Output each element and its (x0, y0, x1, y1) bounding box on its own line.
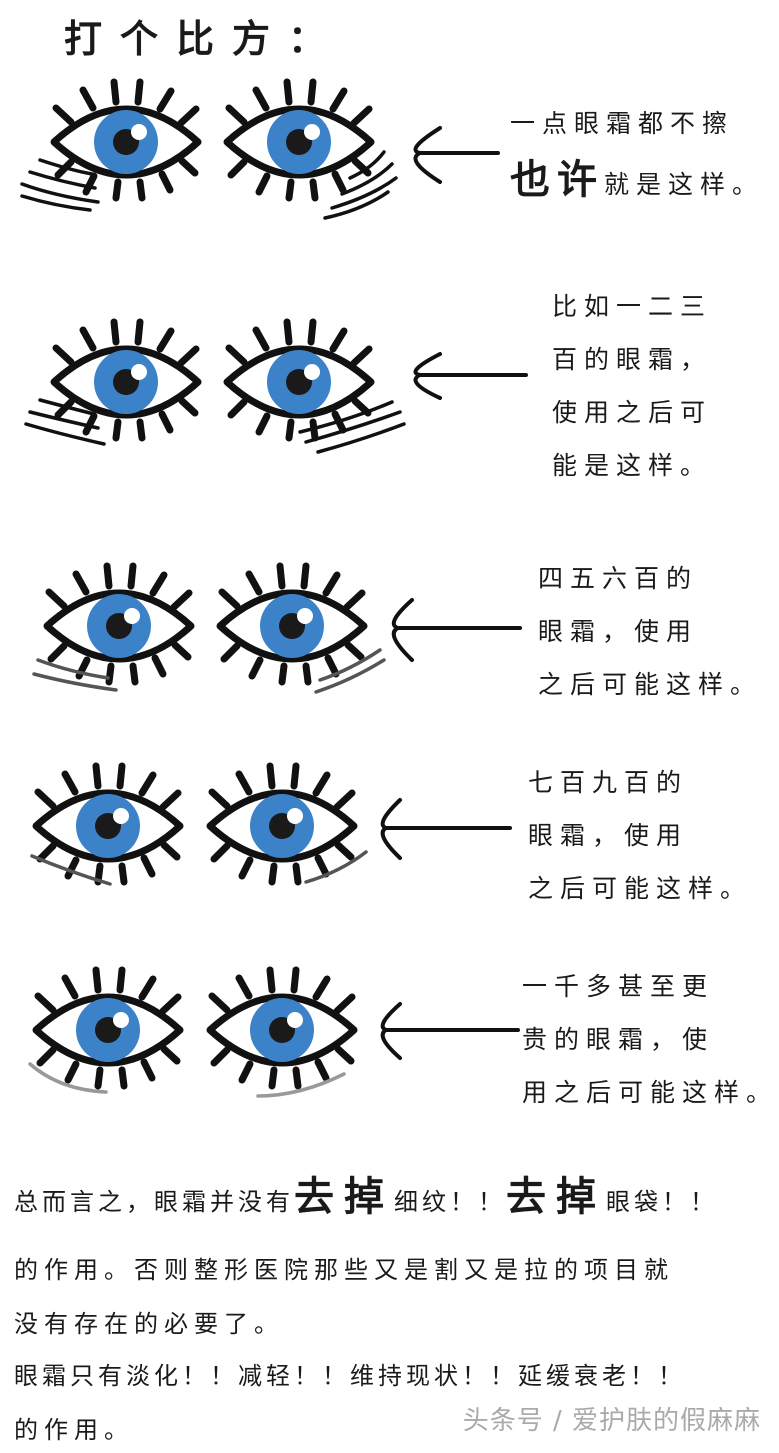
arrow-icon (380, 798, 512, 860)
caption-line: 贵的眼霜，使 (522, 1025, 715, 1054)
summary-text: 总而言之，眼霜并没有 (14, 1188, 294, 1216)
eye-pair-row-1 (20, 82, 500, 220)
arrow-icon (380, 1002, 520, 1060)
caption-line: 使用之后可 (552, 398, 713, 427)
caption-row-1: 一点眼霜都不擦 也许就是这样。 (510, 96, 764, 213)
caption-row-4: 七百九百的 眼霜，使用 之后可能这样。 (528, 756, 752, 915)
arrow-icon (413, 126, 500, 184)
summary-text: 眼袋！！ (606, 1188, 718, 1216)
caption-line: 比如一二三 (552, 292, 713, 321)
watermark: 头条号 / 爱护肤的假麻麻 (462, 1406, 761, 1436)
caption-line: 用之后可能这样。 (522, 1078, 779, 1107)
caption-line: 一千多甚至更 (522, 972, 715, 1001)
caption-rest: 就是这样。 (604, 170, 765, 199)
caption-line: 眼霜，使用 (528, 821, 689, 850)
eye-pair-row-3 (32, 566, 522, 694)
caption-line: 眼霜，使用 (538, 617, 699, 646)
eye-pair-row-5 (28, 970, 520, 1098)
summary-emphasis: 去掉 (294, 1174, 394, 1220)
summary-emphasis: 去掉 (506, 1174, 606, 1220)
caption-line: 百的眼霜， (552, 345, 713, 374)
eye-pair-row-4 (30, 766, 512, 886)
caption-line: 之后可能这样。 (538, 670, 763, 699)
caption-row-5: 一千多甚至更 贵的眼霜，使 用之后可能这样。 (522, 960, 778, 1119)
arrow-icon (413, 352, 528, 400)
caption-line: 一点眼霜都不擦 (510, 109, 735, 138)
eye-pair-row-2 (24, 322, 528, 454)
summary-line-2: 的作用。否则整形医院那些又是割又是拉的项目就 (14, 1256, 674, 1284)
caption-line: 之后可能这样。 (528, 874, 753, 903)
caption-line: 四五六百的 (538, 564, 699, 593)
summary-line-5: 的作用。 (14, 1416, 134, 1444)
caption-row-2: 比如一二三 百的眼霜， 使用之后可 能是这样。 (552, 280, 712, 492)
arrow-icon (391, 598, 522, 662)
summary-line-4: 眼霜只有淡化！！减轻！！维持现状！！延缓衰老！！ (14, 1362, 686, 1390)
page-title: 打个比方： (64, 17, 345, 61)
caption-line: 也许就是这样。 (510, 152, 764, 213)
summary-text: 细纹！！ (394, 1188, 506, 1216)
caption-row-3: 四五六百的 眼霜，使用 之后可能这样。 (538, 552, 762, 711)
summary-line-3: 没有存在的必要了。 (14, 1310, 284, 1338)
caption-emphasis: 也许 (510, 157, 604, 203)
caption-line: 七百九百的 (528, 768, 689, 797)
summary-line-1: 总而言之，眼霜并没有去掉细纹！！去掉眼袋！！ (14, 1164, 718, 1222)
caption-line: 能是这样。 (552, 451, 713, 480)
